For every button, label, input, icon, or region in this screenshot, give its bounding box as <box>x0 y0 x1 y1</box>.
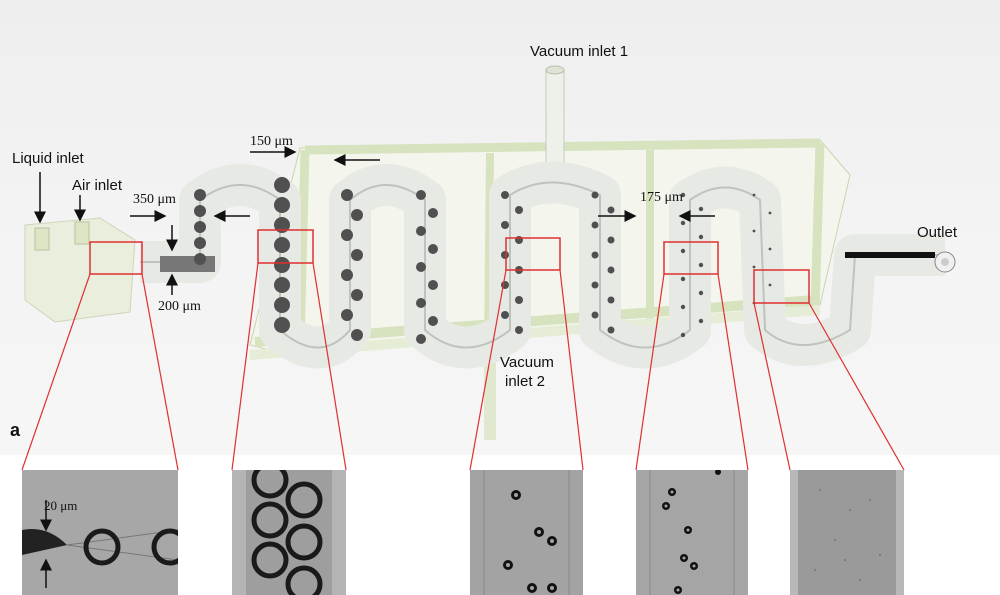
bubble <box>591 311 599 319</box>
bubble <box>680 304 686 310</box>
bubble <box>274 277 290 293</box>
dim-350: 350 μm <box>133 192 176 207</box>
zoom-box-nozzle <box>89 241 143 275</box>
bubble <box>194 205 206 217</box>
bubble <box>416 262 426 272</box>
bubble <box>752 229 756 233</box>
bubble <box>416 226 426 236</box>
bubble <box>515 236 523 244</box>
bubble <box>680 220 686 226</box>
bubble <box>194 189 206 201</box>
bubble <box>351 289 363 301</box>
dim-175: 175 μm <box>640 190 683 205</box>
bubble <box>680 248 686 254</box>
bubble <box>416 334 426 344</box>
panel-letter: a <box>10 420 21 440</box>
bubble <box>351 249 363 261</box>
dimension-arrows <box>34 146 715 295</box>
bubble <box>341 269 353 281</box>
bubble <box>591 251 599 259</box>
label-outlet: Outlet <box>917 224 958 241</box>
bubble <box>768 211 772 215</box>
bubble <box>274 257 290 273</box>
bubble <box>428 316 438 326</box>
bubble <box>591 191 599 199</box>
bubble <box>341 189 353 201</box>
zoom-connectors <box>21 262 905 471</box>
bubble <box>501 191 509 199</box>
bubble <box>607 236 615 244</box>
bubble <box>501 221 509 229</box>
bubble <box>752 265 756 269</box>
bubble <box>591 221 599 229</box>
bubble <box>274 177 290 193</box>
bubble <box>428 208 438 218</box>
bubble <box>194 237 206 249</box>
bubble <box>607 266 615 274</box>
bubble <box>274 237 290 253</box>
bubble <box>428 280 438 290</box>
bubble <box>194 253 206 265</box>
bubble <box>416 190 426 200</box>
zoom-box-mid <box>505 237 561 271</box>
bubble <box>341 309 353 321</box>
vacuum-inlet-1-post <box>545 65 565 171</box>
label-liquid-inlet: Liquid inlet <box>12 150 84 167</box>
bubble <box>351 329 363 341</box>
dim-20: 20 μm <box>44 498 78 513</box>
bubble <box>351 209 363 221</box>
bubble <box>752 193 756 197</box>
bubble <box>768 283 772 287</box>
bubble <box>698 262 704 268</box>
bubble <box>698 290 704 296</box>
bubble <box>428 244 438 254</box>
label-vacuum-inlet-2-line1: Vacuum <box>500 354 554 371</box>
bubble <box>680 192 686 198</box>
bubble <box>680 332 686 338</box>
inlet-block <box>24 217 136 323</box>
zoom-box-large <box>257 229 314 264</box>
bubble <box>698 318 704 324</box>
bubble <box>698 206 704 212</box>
bubble <box>591 281 599 289</box>
bubble <box>194 221 206 233</box>
dim-200: 200 μm <box>158 299 201 314</box>
bubble <box>680 276 686 282</box>
label-air-inlet: Air inlet <box>72 177 123 194</box>
zoom-box-small <box>663 241 719 275</box>
zoom-box-outlet <box>753 269 810 304</box>
bubbles-layer <box>194 177 772 344</box>
bubble <box>416 298 426 308</box>
bubble <box>698 234 704 240</box>
bubble <box>515 206 523 214</box>
micrograph-small-bubbles <box>636 470 748 595</box>
bubble <box>515 296 523 304</box>
bubble <box>607 206 615 214</box>
zoom-boxes <box>89 229 810 304</box>
bubble <box>274 197 290 213</box>
serpentine-channel <box>140 161 956 369</box>
dim-150: 150 μm <box>250 134 293 149</box>
bubble <box>274 317 290 333</box>
bubble <box>515 326 523 334</box>
micrograph-nozzle: 20 μm <box>22 470 178 595</box>
bubble <box>501 251 509 259</box>
micrograph-outlet <box>790 470 904 595</box>
label-vacuum-inlet-2-line2: inlet 2 <box>505 373 546 390</box>
bubble <box>607 296 615 304</box>
bubble <box>341 229 353 241</box>
bubble <box>274 297 290 313</box>
bubble <box>501 311 509 319</box>
micrograph-large-bubbles <box>232 470 346 595</box>
bubble <box>274 217 290 233</box>
micrograph-mid-bubbles <box>470 470 583 595</box>
bubble <box>607 326 615 334</box>
bubble <box>768 247 772 251</box>
label-vacuum-inlet-1: Vacuum inlet 1 <box>530 43 629 60</box>
